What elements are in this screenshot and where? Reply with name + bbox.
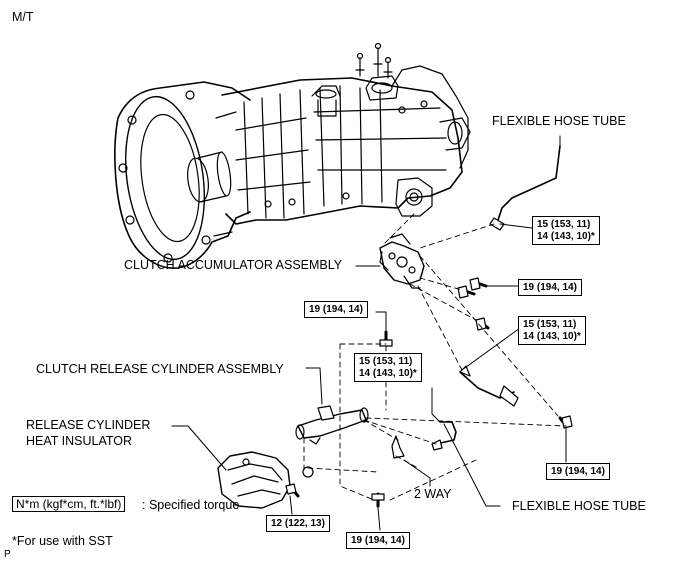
release-cylinder-part bbox=[295, 405, 369, 445]
torque-value: 19 (194, 14) bbox=[523, 282, 577, 293]
flexible-hose-tube-label-bottom: FLEXIBLE HOSE TUBE bbox=[512, 499, 646, 513]
torque-value: 15 (153, 11) bbox=[359, 356, 413, 367]
torque-box-cylinder-bolt-top: 19 (194, 14) bbox=[304, 301, 368, 318]
clutch-accumulator-part bbox=[379, 233, 425, 289]
torque-unit-legend-box: N*m (kgf*cm, ft.*lbf) bbox=[12, 496, 126, 512]
torque-value: 19 (194, 14) bbox=[309, 304, 363, 315]
bracket-bolt-right bbox=[558, 415, 573, 429]
leader-lines bbox=[171, 223, 567, 531]
torque-box-hose-mid: 15 (153, 11) 14 (143, 10)* bbox=[518, 316, 586, 345]
sst-note: *For use with SST bbox=[12, 534, 113, 548]
variant-label: M/T bbox=[12, 10, 34, 24]
hose-tube-middle bbox=[459, 327, 521, 407]
transmission-housing bbox=[114, 42, 471, 269]
footer-code: P bbox=[4, 549, 11, 560]
flexible-hose-tube-label-top: FLEXIBLE HOSE TUBE bbox=[492, 114, 626, 128]
bottom-bolt bbox=[371, 492, 385, 508]
insulator-bolts bbox=[285, 466, 314, 498]
clutch-accumulator-label: CLUTCH ACCUMULATOR ASSEMBLY bbox=[124, 258, 343, 272]
assembly-dashed-lines bbox=[303, 213, 567, 501]
torque-box-accumulator-bolt: 19 (194, 14) bbox=[518, 279, 582, 296]
torque-box-hose-left: 15 (153, 11) 14 (143, 10)* bbox=[354, 353, 422, 382]
torque-value: 19 (194, 14) bbox=[351, 535, 405, 546]
torque-value: 15 (153, 11) bbox=[537, 219, 591, 230]
torque-value: 15 (153, 11) bbox=[523, 319, 577, 330]
two-way-bracket bbox=[391, 435, 405, 459]
torque-box-insulator-bolt: 12 (122, 13) bbox=[266, 515, 330, 532]
two-way-label: 2 WAY bbox=[414, 487, 452, 501]
torque-value-sst: 14 (143, 10)* bbox=[359, 368, 417, 379]
clutch-release-cylinder-label: CLUTCH RELEASE CYLINDER ASSEMBLY bbox=[36, 362, 284, 376]
flexible-hose-tube-lower bbox=[431, 421, 457, 451]
torque-box-bottom-bolt: 19 (194, 14) bbox=[346, 532, 410, 549]
flexible-hose-tube-upper bbox=[489, 135, 561, 231]
torque-box-hose-top: 15 (153, 11) 14 (143, 10)* bbox=[532, 216, 600, 245]
accumulator-bolts bbox=[457, 277, 490, 331]
heat-insulator-label-line1: RELEASE CYLINDER bbox=[26, 418, 151, 432]
torque-box-bracket-bolt-right: 19 (194, 14) bbox=[546, 463, 610, 480]
torque-value: 12 (122, 13) bbox=[271, 518, 325, 529]
torque-value: 19 (194, 14) bbox=[551, 466, 605, 477]
torque-value-sst: 14 (143, 10)* bbox=[537, 231, 595, 242]
torque-unit-legend-text: : Specified torque bbox=[142, 498, 240, 512]
torque-value-sst: 14 (143, 10)* bbox=[523, 331, 581, 342]
heat-insulator-label-line2: HEAT INSULATOR bbox=[26, 434, 133, 448]
